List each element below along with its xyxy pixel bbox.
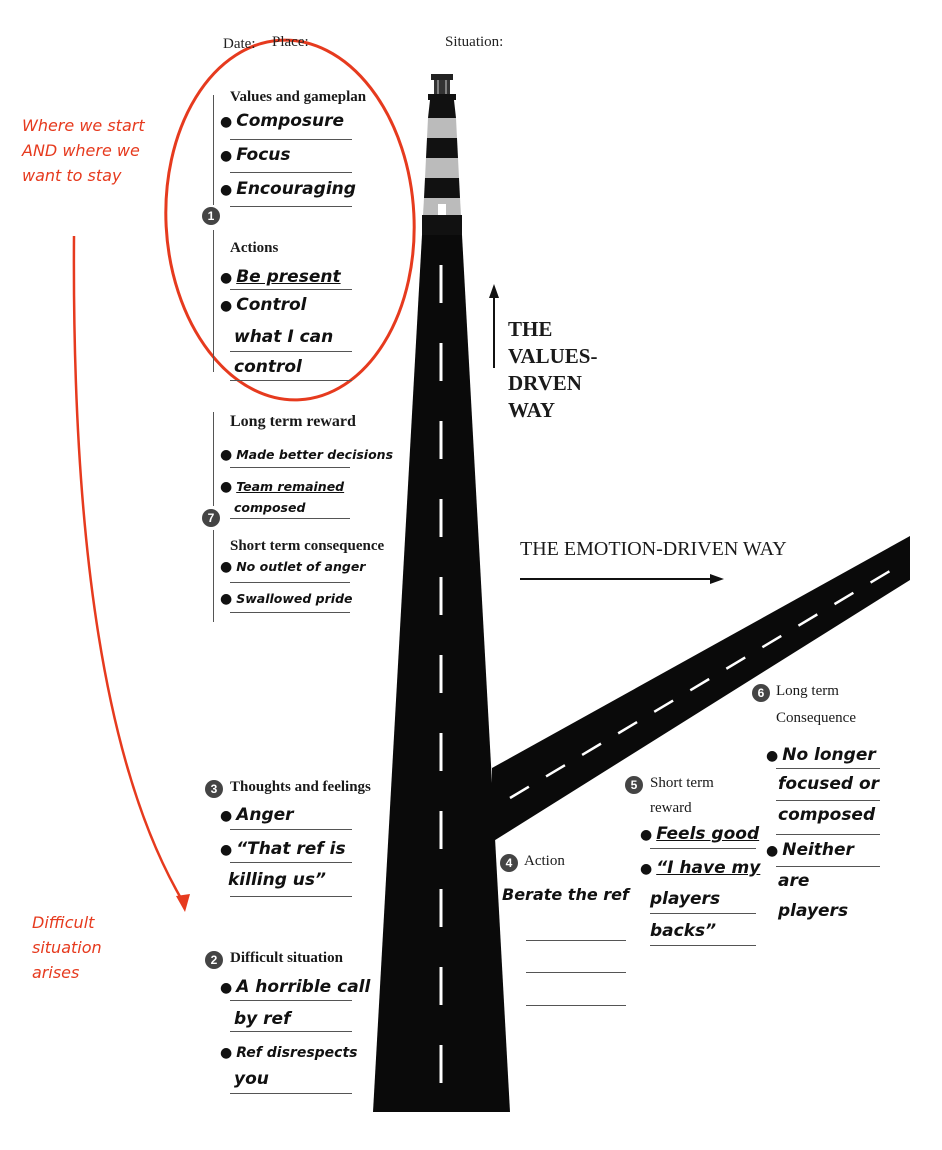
short-term-item: ●No outlet of anger (220, 559, 366, 575)
consequence-item: focused or (778, 774, 880, 794)
values-gameplan-label: Values and gameplan (230, 89, 367, 105)
place-label: Place: (272, 34, 309, 50)
badge-7: 7 (202, 509, 220, 527)
reward-item: backs” (650, 921, 717, 941)
badge-2: 2 (205, 951, 223, 969)
emotion-road (492, 536, 910, 842)
badge-4: 4 (500, 854, 518, 872)
situation-item: by ref (234, 1009, 291, 1029)
short-term-item: ●Swallowed pride (220, 591, 353, 607)
thoughts-feelings-label: Thoughts and feelings (230, 779, 371, 795)
action-item: ●Control (220, 295, 307, 315)
thought-item: ●Anger (220, 805, 294, 825)
date-label: Date: (223, 36, 256, 52)
action-item: ●Be present (220, 267, 341, 287)
reward-item: players (650, 889, 721, 909)
badge-6: 6 (752, 684, 770, 702)
long-term-item: ●Made better decisions (220, 447, 394, 463)
values-way-label: THE VALUES- DRVEN WAY (508, 317, 598, 422)
consequence-item: ●No longer (766, 745, 876, 765)
badge-3: 3 (205, 780, 223, 798)
emotion-action-item: Berate the ref (502, 885, 629, 904)
reward-item: ●Feels good (640, 824, 760, 844)
value-item: ●Encouraging (220, 179, 356, 199)
badge-1: 1 (202, 207, 220, 225)
badge-5: 5 (625, 776, 643, 794)
situation-item: you (234, 1069, 269, 1089)
highlight-ellipse (164, 38, 416, 402)
situation-item: ●Ref disrespects (220, 1045, 358, 1061)
situation-item: ●A horrible call (220, 977, 371, 997)
difficult-situation-label: Difficult situation (230, 950, 343, 966)
consequence-item: ●Neither (766, 840, 854, 860)
emotion-way-label: THE EMOTION-DRIVEN WAY (520, 538, 787, 560)
emotion-road-dashes (509, 560, 906, 800)
lighthouse-icon (422, 74, 462, 235)
thought-item: ●“That ref is (220, 839, 346, 859)
value-item: ●Focus (220, 145, 291, 165)
long-term-consequence-label: Long term Consequence (776, 683, 856, 726)
action-item: control (234, 357, 302, 377)
consequence-item: composed (778, 805, 876, 825)
thought-item: killing us” (228, 870, 326, 890)
long-term-reward-label: Long term reward (230, 413, 356, 430)
action-item: what I can (234, 327, 334, 347)
note-difficult-situation: Difficult situation arises (32, 913, 102, 982)
long-term-item: ●Team remained (220, 479, 345, 495)
note-where-we-start: Where we start AND where we want to stay (22, 116, 145, 185)
red-curved-arrow (72, 235, 184, 901)
short-term-reward-label: Short term reward (650, 775, 714, 816)
consequence-item: players (778, 901, 849, 921)
short-term-consequence-label: Short term consequence (230, 538, 385, 554)
actions-label: Actions (230, 240, 279, 256)
action-label: Action (524, 853, 565, 869)
consequence-item: are (778, 871, 810, 891)
long-term-item: composed (234, 500, 306, 515)
value-item: ●Composure (220, 111, 345, 131)
situation-label: Situation: (445, 34, 504, 50)
reward-item: ●“I have my (640, 858, 761, 878)
